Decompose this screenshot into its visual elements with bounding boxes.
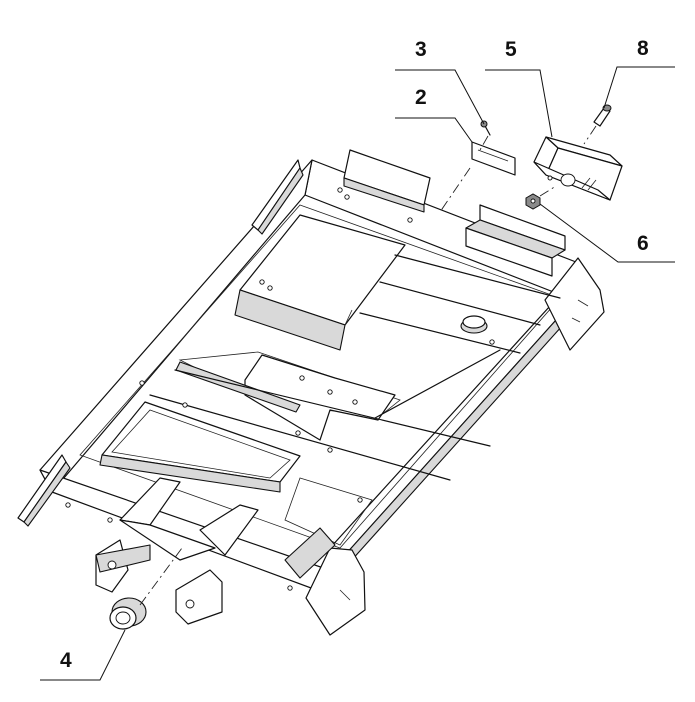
chassis-frame: [17, 149, 605, 636]
nut-part-6: [525, 185, 557, 210]
callout-number-5: 5: [505, 38, 517, 61]
callout-number-2: 2: [415, 86, 427, 109]
callout-number-4: 4: [60, 649, 72, 672]
callout-6: 6: [539, 203, 675, 263]
caster-fork-mount: [95, 477, 259, 625]
screw-part-8: [583, 104, 612, 145]
callout-number-6: 6: [637, 232, 649, 255]
callout-2: 2: [395, 86, 473, 143]
callout-number-3: 3: [415, 38, 427, 61]
callout-3: 3: [395, 38, 485, 125]
callout-number-8: 8: [637, 37, 649, 60]
callout-5: 5: [485, 38, 553, 138]
caster-wheel-part-4: [109, 547, 183, 630]
box-housing-part-5: [533, 136, 623, 201]
callout-8: 8: [603, 37, 675, 109]
callout-4: 4: [40, 629, 126, 681]
cover-plate-part-2: [439, 141, 516, 213]
